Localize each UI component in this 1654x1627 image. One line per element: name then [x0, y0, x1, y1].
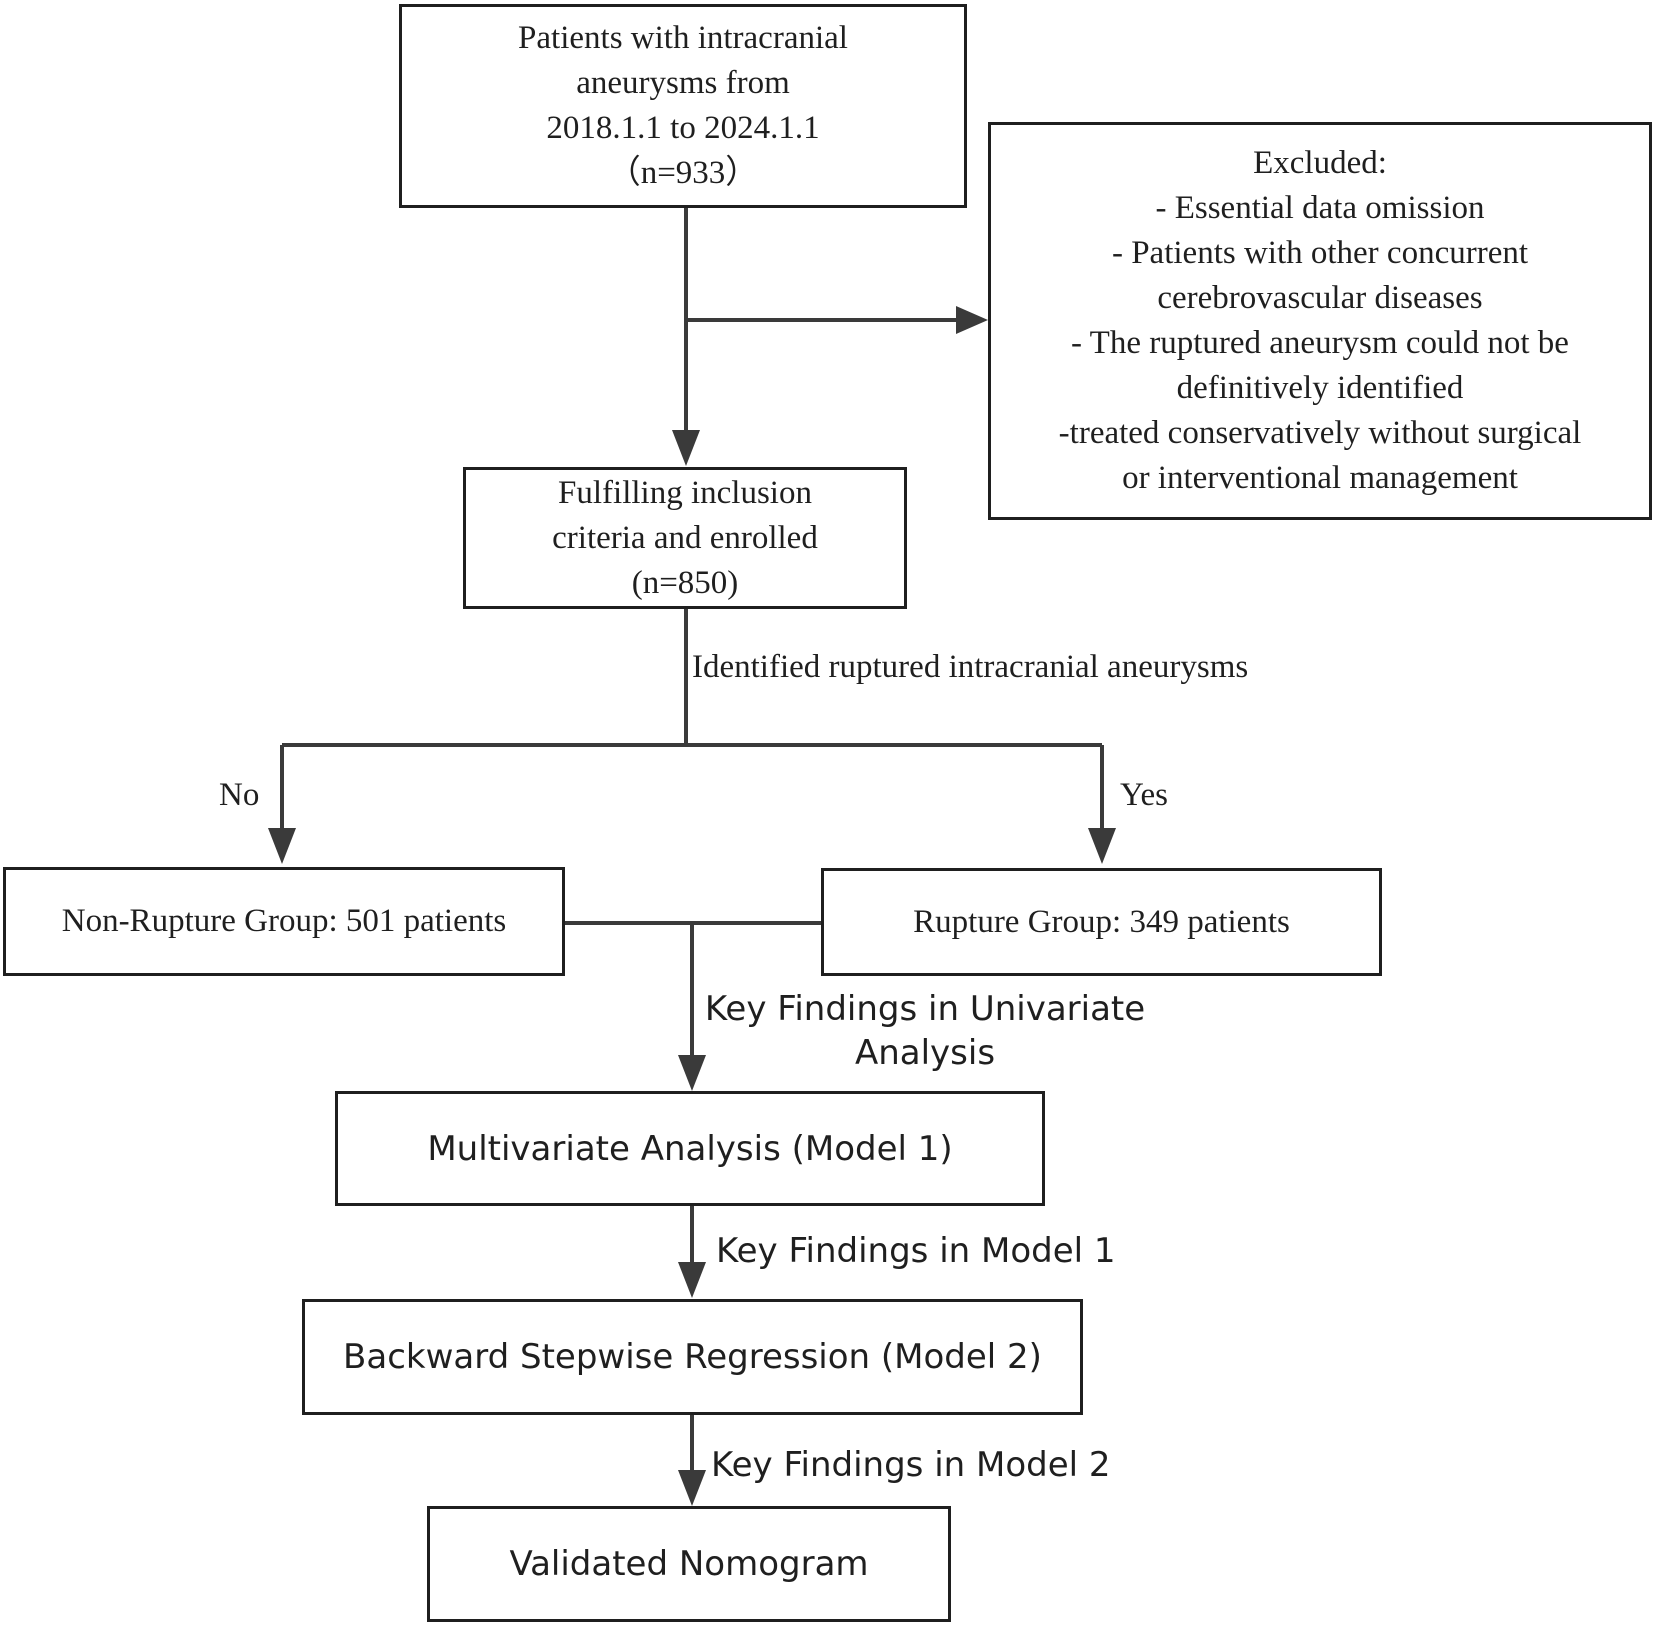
arrowhead-to-non-rupture [268, 828, 296, 864]
rupture-group-box: Rupture Group: 349 patients [821, 868, 1382, 976]
edge-label-model2-findings: Key Findings in Model 2 [711, 1445, 1111, 1485]
excluded-item: -treated conservatively without surgical [1058, 415, 1582, 451]
nomogram-label: Validated Nomogram [509, 1544, 869, 1584]
start-box: Patients with intracranial aneurysms fro… [399, 4, 967, 208]
edge-label-model1-findings: Key Findings in Model 1 [716, 1231, 1116, 1271]
edge-label-identified: Identified ruptured intracranial aneurys… [692, 649, 1249, 685]
arrowhead-to-excluded [956, 306, 988, 334]
start-line-3: 2018.1.1 to 2024.1.1 [546, 110, 820, 146]
enrolled-line-2: criteria and enrolled [552, 519, 818, 556]
rupture-group-label: Rupture Group: 349 patients [913, 903, 1290, 940]
arrowhead-to-model1 [678, 1055, 706, 1091]
enrolled-line-3: (n=850) [631, 564, 739, 601]
model1-label: Multivariate Analysis (Model 1) [427, 1128, 953, 1169]
excluded-heading: Excluded: [1253, 145, 1387, 181]
edge-label-univariate-line-1: Key Findings in Univariate [704, 989, 1146, 1029]
excluded-item: - Patients with other concurrent [1111, 235, 1529, 271]
enrolled-box: Fulfilling inclusion criteria and enroll… [463, 467, 907, 609]
arrowhead-to-model2 [678, 1262, 706, 1298]
start-line-2: aneurysms from [576, 65, 790, 101]
model2-label: Backward Stepwise Regression (Model 2) [343, 1337, 1042, 1377]
non-rupture-group-box: Non-Rupture Group: 501 patients [3, 867, 565, 976]
edge-label-no: No [219, 777, 260, 813]
excluded-item: or interventional management [1122, 460, 1518, 496]
edge-label-univariate: Key Findings in Univariate Analysis [700, 987, 1150, 1075]
arrowhead-to-rupture [1088, 828, 1116, 864]
arrowhead-to-enrolled [672, 430, 700, 466]
excluded-item: - The ruptured aneurysm could not be [1071, 325, 1569, 361]
nomogram-box: Validated Nomogram [427, 1506, 951, 1622]
enrolled-line-1: Fulfilling inclusion [558, 474, 812, 511]
excluded-item: definitively identified [1176, 370, 1464, 406]
excluded-item: cerebrovascular diseases [1157, 280, 1483, 316]
edge-label-univariate-line-2: Analysis [854, 1033, 996, 1073]
arrowhead-to-nomogram [678, 1470, 706, 1506]
start-line-4: （n=933） [607, 155, 759, 191]
start-line-1: Patients with intracranial [518, 20, 848, 56]
edge-label-yes: Yes [1120, 777, 1169, 813]
excluded-box: Excluded: - Essential data omission - Pa… [988, 122, 1652, 520]
non-rupture-group-label: Non-Rupture Group: 501 patients [61, 903, 507, 939]
excluded-item: - Essential data omission [1155, 190, 1485, 226]
model1-box: Multivariate Analysis (Model 1) [335, 1091, 1045, 1206]
model2-box: Backward Stepwise Regression (Model 2) [302, 1299, 1083, 1415]
